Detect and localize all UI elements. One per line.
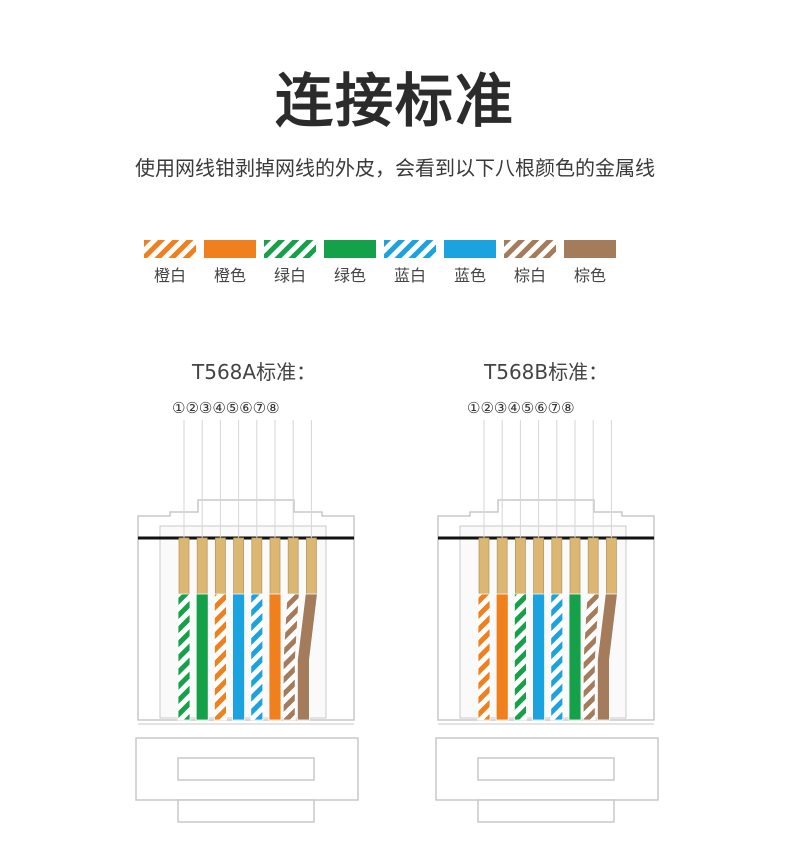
t568b-connector-diagram: [435, 420, 659, 823]
legend-item-green: 绿色: [324, 240, 378, 285]
t568b-pin-numbers: ①②③④⑤⑥⑦⑧: [467, 399, 575, 417]
wire-6: [268, 420, 282, 721]
legend-swatch: [564, 240, 616, 258]
legend-item-blue-white: 蓝白: [384, 240, 438, 285]
wire-7: [582, 420, 600, 721]
t568a-label: T568A标准：: [192, 360, 317, 384]
legend-label: 绿白: [273, 266, 306, 285]
legend-swatch: [384, 240, 436, 258]
legend-item-orange: 橙色: [204, 240, 258, 285]
wire-1: [477, 420, 491, 721]
legend-item-brown: 棕色: [564, 240, 618, 285]
wire-2: [195, 420, 209, 721]
wire-3: [214, 420, 227, 721]
legend-swatch: [444, 240, 496, 258]
legend-swatch: [204, 240, 256, 258]
wire-8: [297, 420, 318, 721]
legend-item-brown-white: 棕白: [504, 240, 558, 285]
t568a-connector-diagram: [135, 420, 359, 823]
wire-6: [568, 420, 582, 721]
connector-body: [135, 499, 359, 823]
wire-1: [177, 420, 191, 721]
wire-5: [550, 420, 564, 721]
t568b-label: T568B标准：: [484, 360, 609, 384]
page-title: 连接标准: [274, 67, 515, 135]
wire-4: [532, 420, 545, 721]
legend-label: 蓝色: [453, 266, 486, 285]
wire-2: [495, 420, 509, 721]
legend-item-blue: 蓝色: [444, 240, 498, 285]
legend-item-orange-white: 橙白: [144, 240, 198, 285]
wire-8: [597, 420, 618, 721]
connector-body: [435, 499, 659, 823]
legend-label: 橙白: [153, 266, 186, 285]
page-subtitle: 使用网线钳剥掉网线的外皮，会看到以下八根颜色的金属线: [135, 156, 655, 180]
legend-label: 绿色: [333, 266, 366, 285]
wire-3: [514, 420, 527, 721]
legend-label: 蓝白: [393, 266, 426, 285]
legend-label: 棕色: [573, 266, 606, 285]
legend-label: 棕白: [513, 266, 546, 285]
legend-swatch: [264, 240, 316, 258]
color-legend: 橙白 橙色 绿白 绿色 蓝白 蓝色 棕白 棕色: [144, 240, 624, 285]
legend-item-green-white: 绿白: [264, 240, 318, 285]
t568a-pin-numbers: ①②③④⑤⑥⑦⑧: [172, 399, 280, 417]
legend-label: 橙色: [213, 266, 246, 285]
wire-4: [232, 420, 245, 721]
legend-swatch: [324, 240, 376, 258]
wire-7: [282, 420, 300, 721]
legend-swatch: [144, 240, 196, 258]
wire-5: [250, 420, 264, 721]
legend-swatch: [504, 240, 556, 258]
